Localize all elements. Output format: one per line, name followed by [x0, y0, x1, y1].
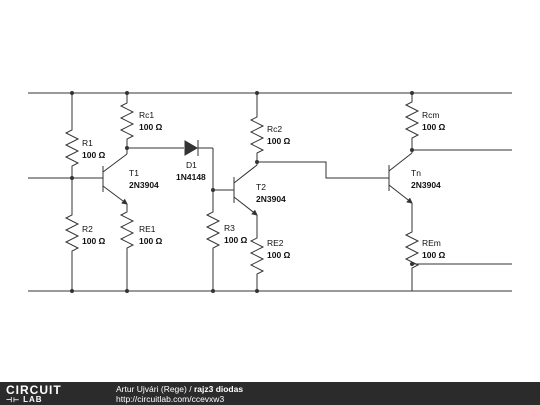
author-name[interactable]: Artur Ujvári (Rege): [116, 384, 187, 394]
D1-value: 1N4148: [176, 172, 206, 182]
R3-label: R3: [224, 223, 235, 233]
T2-label: T2: [256, 182, 266, 192]
transistor-T1: [102, 153, 128, 205]
junction-dots: [70, 91, 414, 293]
Rcm-value: 100 Ω: [422, 122, 446, 132]
transistor-Tn: [388, 152, 413, 204]
Rc2-value: 100 Ω: [267, 136, 291, 146]
Tn-value: 2N3904: [411, 180, 441, 190]
resistor-R2: [64, 178, 80, 291]
resistor-REm: [404, 203, 420, 291]
credit-line: Artur Ujvári (Rege) / rajz3 diodas: [116, 384, 243, 394]
footer-bar: CIRCUIT ⊣⊢ LAB Artur Ujvári (Rege) / raj…: [0, 382, 540, 405]
logo-text-top: CIRCUIT: [6, 383, 62, 397]
Rcm-label: Rcm: [422, 110, 439, 120]
REm-label: REm: [422, 238, 441, 248]
RE2-value: 100 Ω: [267, 250, 291, 260]
RE1-value: 100 Ω: [139, 236, 163, 246]
resistor-R3: [205, 190, 221, 291]
diode-D1: [184, 140, 199, 156]
T1-label: T1: [129, 168, 139, 178]
RE1-label: RE1: [139, 224, 156, 234]
resistor-RE2: [249, 215, 265, 291]
R2-value: 100 Ω: [82, 236, 106, 246]
resistor-R1: [64, 93, 80, 178]
RE2-label: RE2: [267, 238, 284, 248]
circuit-schematic: R1 100 Ω R2 100 Ω Rc1 100 Ω T1 2N3904 RE…: [28, 91, 512, 293]
Rc2-label: Rc2: [267, 124, 282, 134]
R1-value: 100 Ω: [82, 150, 106, 160]
T1-value: 2N3904: [129, 180, 159, 190]
Tn-label: Tn: [411, 168, 421, 178]
circuit-title[interactable]: rajz3 diodas: [193, 384, 244, 394]
resistor-Rcm: [404, 93, 420, 153]
Rc1-label: Rc1: [139, 110, 154, 120]
resistor-Rc1: [119, 93, 135, 154]
REm-value: 100 Ω: [422, 250, 446, 260]
credit-separator: /: [186, 384, 194, 394]
R2-label: R2: [82, 224, 93, 234]
logo-text-bottom: ⊣⊢ LAB: [6, 395, 43, 404]
circuit-url-link[interactable]: http://circuitlab.com/ccevxw3: [116, 394, 225, 404]
Rc1-value: 100 Ω: [139, 122, 163, 132]
resistor-RE1: [119, 204, 135, 291]
resistor-Rc2: [249, 93, 265, 165]
D1-label: D1: [186, 160, 197, 170]
R3-value: 100 Ω: [224, 235, 248, 245]
T2-value: 2N3904: [256, 194, 286, 204]
R1-label: R1: [82, 138, 93, 148]
transistor-T2: [233, 164, 258, 216]
